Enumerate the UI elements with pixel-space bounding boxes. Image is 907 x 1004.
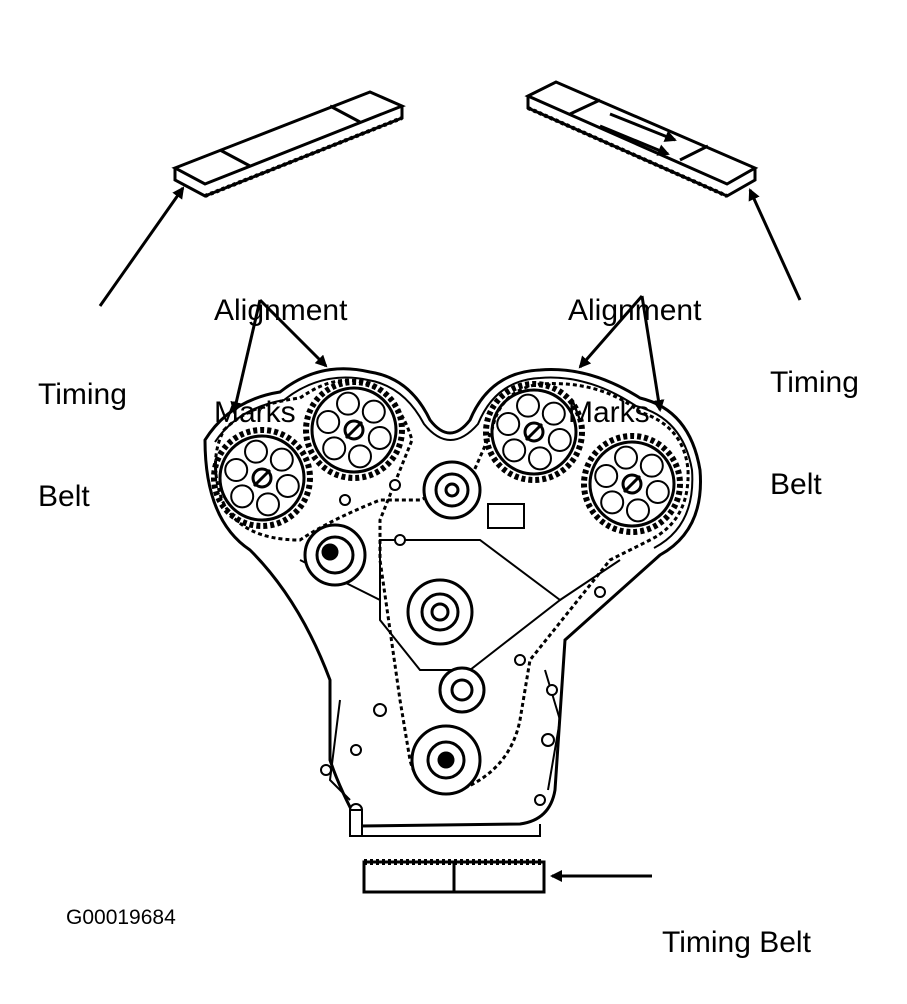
sprocket-hole	[244, 439, 269, 464]
label-line: Alignment	[214, 294, 348, 327]
leader-arrows	[98, 186, 802, 882]
belt-section-top-right	[524, 80, 759, 198]
sprocket-hole	[224, 458, 249, 483]
label-line: Marks	[568, 396, 650, 429]
label-line: Belt	[38, 480, 90, 513]
sprocket-hole	[361, 399, 386, 424]
sprocket-hole	[594, 464, 619, 489]
label-line: Timing Belt	[662, 926, 811, 959]
label-timing-belt-right: Timing Belt	[770, 298, 859, 536]
sprocket-hole	[547, 427, 572, 452]
sprocket-key	[344, 420, 364, 440]
label-alignment-marks-right: Alignment Marks	[568, 226, 701, 464]
sprocket-hole	[645, 479, 670, 504]
sprocket-hole	[347, 444, 372, 469]
sprocket-hole	[367, 425, 392, 450]
belt-section-top-left	[171, 90, 406, 198]
sprocket-hole	[541, 401, 566, 426]
sprocket-hole	[639, 453, 664, 478]
figure-id: G00019684	[66, 906, 176, 929]
sprocket-hole	[316, 410, 341, 435]
sprocket-key	[622, 474, 642, 494]
label-line: Belt	[770, 468, 822, 501]
sprocket-hole	[336, 391, 361, 416]
timing-belt-path	[213, 378, 690, 794]
sprocket-hole	[230, 484, 255, 509]
mounting-bolts	[320, 479, 606, 837]
sprocket-hole	[322, 436, 347, 461]
label-line: Timing	[38, 378, 127, 411]
sprocket-hole	[600, 490, 625, 515]
sprocket-hole	[255, 492, 280, 517]
cam-sprockets	[211, 379, 683, 535]
sprocket-hole	[527, 446, 552, 471]
sprocket-hole	[269, 447, 294, 472]
sprocket-hole	[625, 498, 650, 523]
label-timing-belt-bottom: Timing Belt	[662, 858, 811, 994]
sprocket-key	[252, 468, 272, 488]
idler-pulleys	[303, 460, 486, 796]
label-line: Alignment	[568, 294, 702, 327]
sprocket-hole	[275, 473, 300, 498]
sprocket-key	[524, 422, 544, 442]
sprocket-hole	[496, 412, 521, 437]
label-alignment-marks-left: Alignment Marks	[214, 226, 347, 464]
label-line: Marks	[214, 396, 296, 429]
sprocket-hole	[614, 445, 639, 470]
sprocket-hole	[516, 393, 541, 418]
belt-section-bottom	[362, 859, 546, 894]
label-timing-belt-left: Timing Belt	[38, 310, 127, 548]
label-line: Timing	[770, 366, 859, 399]
sprocket-hole	[502, 438, 527, 463]
